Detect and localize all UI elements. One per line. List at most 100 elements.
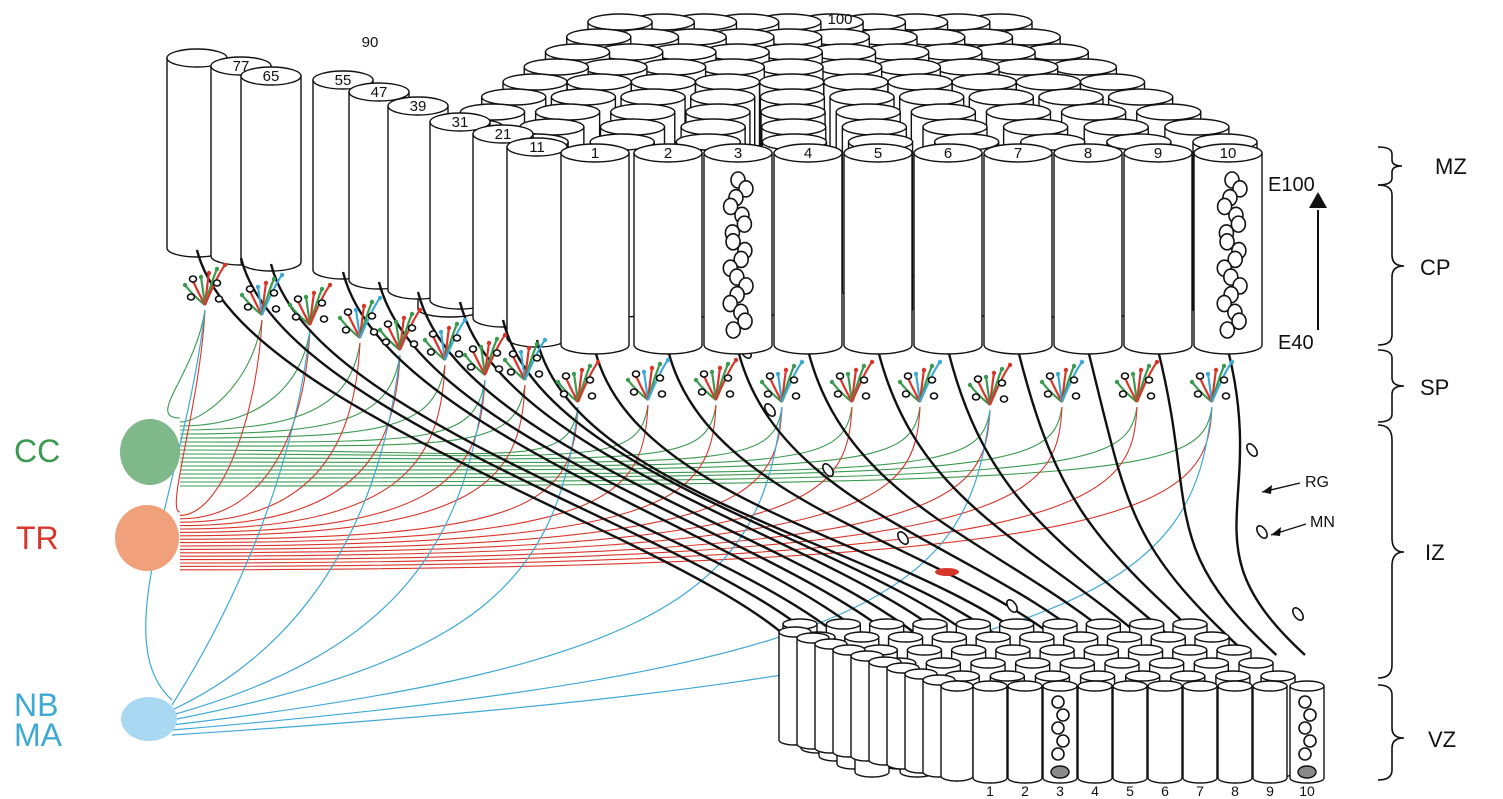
terminal-bouton: [897, 379, 903, 385]
front-column-5: 5: [843, 143, 913, 355]
neuron-soma: [1195, 372, 1205, 380]
neuron-soma: [319, 315, 329, 323]
vz-front-column-3-body: [1042, 685, 1078, 784]
migrating-neuron: [822, 463, 834, 477]
time-label-bottom: E40: [1278, 332, 1314, 354]
front-column-1-body: [560, 152, 630, 355]
tr-source-ellipse: [115, 505, 179, 571]
vz-front-column-4-top: [1077, 680, 1113, 692]
back-column-r6-c4-top: [760, 103, 826, 121]
vz-column-number-8: 8: [1231, 783, 1239, 799]
terminal-bouton: [502, 332, 508, 338]
back-column-r7-c4-top: [761, 118, 827, 136]
terminal-bouton: [999, 366, 1005, 372]
cp-brace: [1377, 184, 1405, 346]
terminal-bouton: [462, 352, 468, 358]
back-column-r7-c9-top: [1164, 118, 1230, 136]
vz-back-column-r0-c3-top: [912, 618, 948, 630]
column-3-neuron-stack-cell: [722, 197, 739, 216]
terminal-bouton: [222, 262, 228, 268]
neuron-soma: [454, 350, 464, 358]
terminal-bouton: [337, 315, 343, 321]
terminal-bouton: [198, 274, 204, 280]
radial-glia-fiber: [666, 349, 1077, 656]
back-column-r4-c5-top: [823, 73, 889, 91]
neuron-soma: [243, 303, 253, 311]
neuron-soma: [629, 388, 639, 396]
terminal-bouton: [239, 292, 245, 298]
back-column-r5-c9-top: [1107, 88, 1174, 106]
tr-afferent-fiber: [179, 354, 401, 527]
vz-diagonal-column-9-top: [940, 680, 974, 692]
terminal-arbor: [462, 332, 508, 376]
tr-afferent-fiber: [179, 406, 1063, 564]
vz-front-column-7: [1182, 680, 1218, 784]
vz-back-column-r4-c7-top: [1170, 670, 1206, 682]
radial-glia-fiber: [1086, 349, 1249, 656]
tr-afferent-fiber: [179, 364, 446, 530]
neuron-soma: [212, 279, 222, 287]
nb-source-ellipse: [121, 697, 177, 741]
front-column-2-top: [633, 143, 703, 163]
terminal-bouton: [641, 369, 647, 375]
terminal-bouton: [1055, 371, 1061, 377]
terminal-bouton: [913, 371, 919, 377]
back-column-r4-c2-top: [630, 73, 697, 91]
progenitor-cell: [1303, 734, 1317, 748]
radial-glia-fiber: [501, 319, 992, 653]
terminal-bouton: [921, 367, 927, 373]
column-3-neuron-stack-cell: [725, 321, 742, 339]
neuron-soma: [631, 370, 641, 378]
vz-front-column-7-body: [1182, 685, 1218, 784]
column-3-neuron-stack: [722, 171, 754, 339]
neuron-soma: [506, 368, 516, 376]
vz-back-column-r4-c9-top: [1260, 670, 1296, 682]
diagonal-column-2-body: [240, 75, 302, 272]
back-column-r4-c6-top: [887, 73, 953, 91]
vz-front-column-10: [1289, 680, 1325, 784]
terminal-bouton: [649, 365, 655, 371]
terminal-bouton: [657, 361, 663, 367]
vz-front-column-9: [1252, 680, 1288, 784]
terminal-bouton: [1221, 363, 1227, 369]
radial-glia-fiber: [239, 257, 820, 643]
vz-column-number-4: 4: [1091, 783, 1099, 799]
neuron-soma: [903, 372, 913, 380]
radial-glia-fiber: [946, 349, 1192, 656]
terminal-bouton: [709, 369, 715, 375]
terminal-arbor: [625, 357, 671, 401]
terminal-bouton: [1063, 367, 1069, 373]
vz-back-column-r3-c4-top: [1014, 657, 1051, 669]
progenitor-cell: [1056, 734, 1070, 748]
diagonal-column-3-top: [312, 70, 374, 90]
vz-column-10-cells: [1297, 695, 1317, 779]
tr-afferent-fiber: [179, 406, 1213, 571]
tr-afferent-fiber: [179, 406, 1138, 567]
radial-glia-fiber: [341, 271, 877, 646]
front-column-9-body: [1123, 152, 1193, 355]
tr-afferent-fiber: [179, 404, 717, 547]
back-column-r6-c7-top: [985, 103, 1052, 121]
vz-back-column-r1-c5-top: [1019, 631, 1055, 643]
vz-back-column-r1-c8-top: [1150, 631, 1186, 643]
front-column-10-number: 10: [1220, 145, 1237, 162]
vz-back-column-r0-c9-top: [1172, 618, 1208, 630]
neuron-soma: [559, 390, 569, 398]
diagonal-column-8: 11: [506, 137, 568, 348]
neuron-soma: [723, 374, 733, 382]
progenitor-cell: [1303, 708, 1317, 722]
neuron-soma: [1146, 392, 1156, 400]
vz-back-column-r1-c7-top: [1106, 631, 1143, 643]
vz-front-column-5-top: [1112, 680, 1148, 692]
neuron-soma: [1069, 376, 1079, 384]
terminal-bouton: [665, 357, 671, 363]
vz-back-column-r1-c2-top: [887, 631, 924, 643]
terminal-bouton: [1039, 379, 1045, 385]
terminal-bouton: [937, 359, 943, 365]
vz-front-column-4-body: [1077, 685, 1113, 784]
terminal-bouton: [438, 329, 444, 335]
zone-label-cp: CP: [1420, 255, 1451, 280]
neuron-soma: [929, 392, 939, 400]
column-10-neuron-stack-cell: [1216, 197, 1233, 216]
terminal-bouton: [1229, 359, 1235, 365]
